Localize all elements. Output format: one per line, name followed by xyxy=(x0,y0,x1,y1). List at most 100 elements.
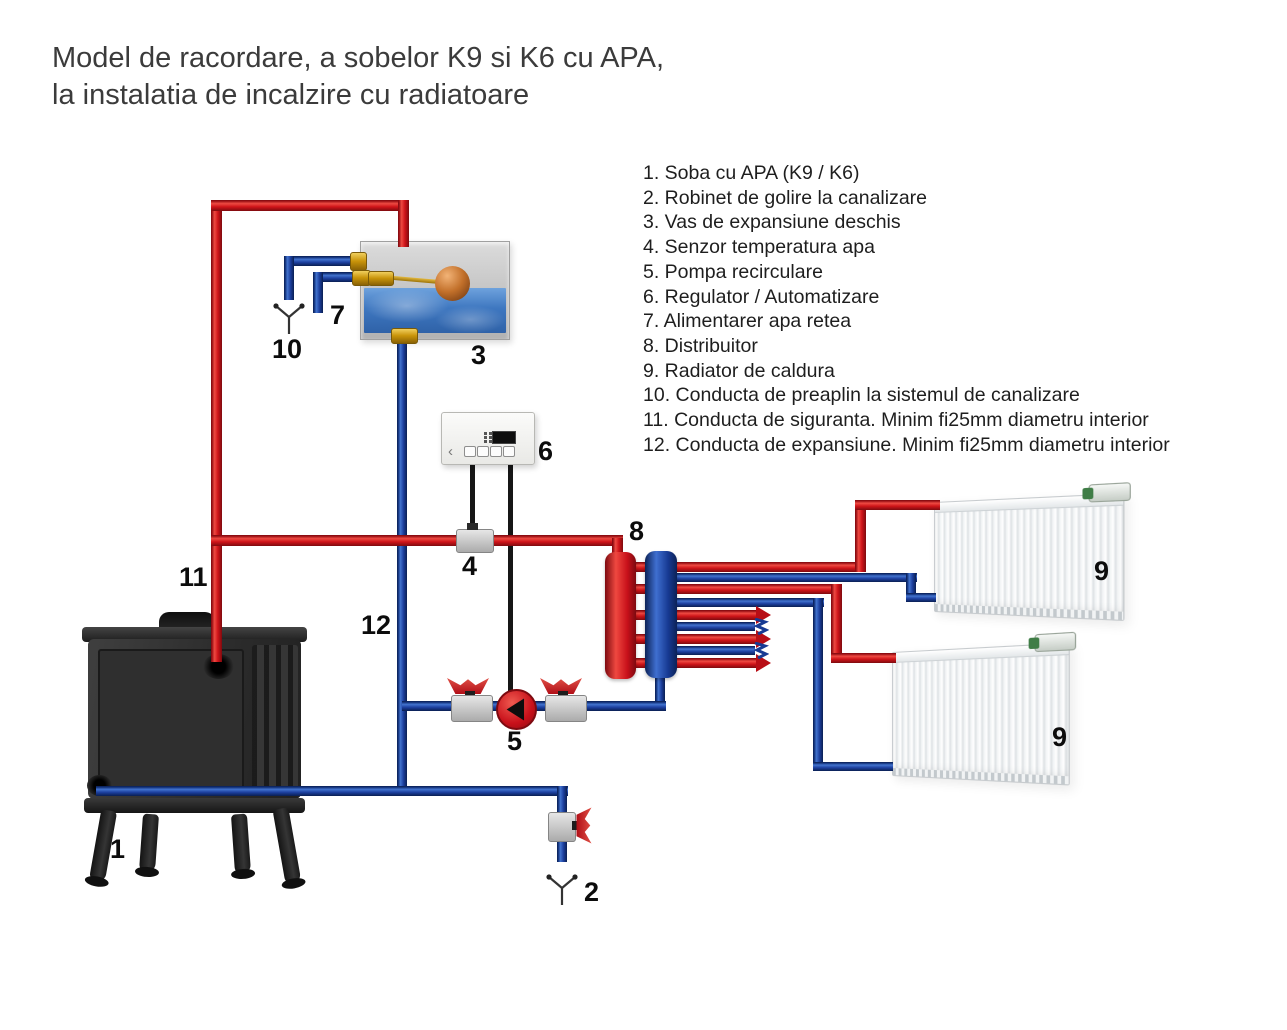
safety-pipe-top-run xyxy=(211,200,409,211)
controller-button xyxy=(464,446,476,457)
radiator-lower xyxy=(892,631,1077,786)
float-valve-body xyxy=(368,271,394,286)
overflow-pipe-drop xyxy=(284,256,294,300)
stove-leg xyxy=(272,807,302,885)
controller-button xyxy=(490,446,502,457)
label-distributor: 8 xyxy=(629,516,645,546)
return-stub-zigzag-icon xyxy=(753,618,769,635)
float-ball xyxy=(435,266,470,301)
stove-lid xyxy=(82,627,307,642)
ball-valve xyxy=(545,695,587,722)
thermostatic-valve xyxy=(1034,631,1077,653)
label-stove: 1 xyxy=(110,834,126,864)
controller-unit: ‹ xyxy=(441,412,535,465)
spare-hot-stub xyxy=(630,634,756,644)
legend-list: 1. Soba cu APA (K9 / K6) 2. Robinet de g… xyxy=(643,161,1170,457)
page-title: Model de racordare, a sobelor K9 si K6 c… xyxy=(52,40,664,114)
legend-item: 8. Distribuitor xyxy=(643,334,758,357)
controller-display xyxy=(492,431,516,444)
safety-pipe-riser xyxy=(211,200,222,662)
spare-return-stub xyxy=(677,646,755,655)
temp-sensor xyxy=(456,529,494,553)
return-main xyxy=(96,786,568,796)
temp-sensor-nub xyxy=(467,523,478,530)
supply-pipe-run xyxy=(313,272,360,282)
distributor-hot-manifold xyxy=(605,552,636,679)
radiator1-supply-in xyxy=(855,500,940,510)
expansion-pipe xyxy=(397,336,407,796)
radiator2-supply-drop xyxy=(831,584,842,663)
radiator1-supply-run xyxy=(630,562,866,572)
radiator1-supply-rise xyxy=(855,500,866,572)
distributor-return-manifold xyxy=(645,551,677,678)
controller-button xyxy=(503,446,515,457)
radiator1-return-run xyxy=(677,573,917,582)
legend-item: 5. Pompa recirculare xyxy=(643,260,823,283)
tank-water xyxy=(364,288,506,333)
valve-stem xyxy=(558,691,568,697)
stove-leg xyxy=(230,813,252,875)
label-safety-pipe: 11 xyxy=(179,562,208,592)
title-line-1: Model de racordare, a sobelor K9 si K6 c… xyxy=(52,42,665,74)
controller-indicator-dots xyxy=(484,432,487,435)
supply-pipe-drop xyxy=(313,272,323,313)
distributor-inlet xyxy=(612,538,623,555)
drain-funnel-icon xyxy=(273,303,305,334)
controller-arrow-icon: ‹ xyxy=(448,443,453,460)
spare-hot-stub xyxy=(630,610,756,620)
expansion-tank xyxy=(360,241,510,340)
circulation-pump xyxy=(496,689,537,730)
tank-bottom-fitting xyxy=(391,328,418,344)
overflow-pipe-run xyxy=(284,256,360,266)
tank-overflow-fitting xyxy=(350,252,367,271)
sensor-wire xyxy=(470,461,475,531)
legend-item: 11. Conducta de siguranta. Minim fi25mm … xyxy=(643,409,1149,432)
legend-item: 4. Senzor temperatura apa xyxy=(643,236,875,259)
label-drain-valve: 2 xyxy=(584,877,600,907)
label-pump: 5 xyxy=(507,726,523,756)
label-radiator-upper: 9 xyxy=(1094,556,1110,586)
legend-item: 7. Alimentarer apa retea xyxy=(643,310,852,333)
pump-wire xyxy=(508,461,513,693)
hot-supply-main xyxy=(211,535,623,546)
radiator2-return-in xyxy=(813,762,893,771)
legend-item: 12. Conducta de expansiune. Minim fi25mm… xyxy=(643,433,1170,456)
safety-pipe-into-tank xyxy=(398,200,409,247)
radiator2-return-run xyxy=(677,598,824,607)
legend-item: 1. Soba cu APA (K9 / K6) xyxy=(643,162,860,184)
pump-rotor-icon xyxy=(506,698,525,721)
label-expansion-pipe: 12 xyxy=(361,610,392,640)
thermostatic-valve xyxy=(1088,482,1131,503)
stove-body xyxy=(88,639,301,799)
legend-item: 10. Conducta de preaplin la sistemul de … xyxy=(643,384,1080,407)
drain-valve-handle xyxy=(577,808,592,844)
drain-valve-stem xyxy=(572,821,579,830)
ball-valve xyxy=(451,695,493,722)
stove-side-ridges xyxy=(252,645,298,793)
stove-skirt xyxy=(84,798,305,813)
drain-funnel-icon xyxy=(546,874,578,905)
return-stub-zigzag-icon xyxy=(753,642,769,659)
controller-button xyxy=(477,446,489,457)
label-radiator-lower: 9 xyxy=(1052,722,1068,752)
label-temp-sensor: 4 xyxy=(462,551,478,581)
label-expansion-tank: 3 xyxy=(471,340,487,370)
stove-leg xyxy=(138,813,160,873)
stove xyxy=(75,610,330,890)
legend-item: 6. Regulator / Automatizare xyxy=(643,285,880,308)
title-line-2: la instalatia de incalzire cu radiatoare xyxy=(52,79,530,111)
manifold-outlet-drop xyxy=(655,676,665,708)
legend-item: 3. Vas de expansiune deschis xyxy=(643,211,901,234)
radiator2-supply-in xyxy=(831,653,896,663)
label-water-supply: 7 xyxy=(330,300,346,330)
radiator2-return-drop xyxy=(813,598,823,771)
spare-return-stub xyxy=(677,622,755,631)
radiator1-return-drop xyxy=(906,573,916,602)
spare-hot-stub xyxy=(630,658,756,668)
label-overflow-pipe: 10 xyxy=(272,334,303,364)
radiator2-supply-run xyxy=(630,584,842,594)
legend-item: 9. Radiator de caldura xyxy=(643,359,835,382)
valve-stem xyxy=(465,691,475,697)
legend-item: 2. Robinet de golire la canalizare xyxy=(643,186,928,209)
